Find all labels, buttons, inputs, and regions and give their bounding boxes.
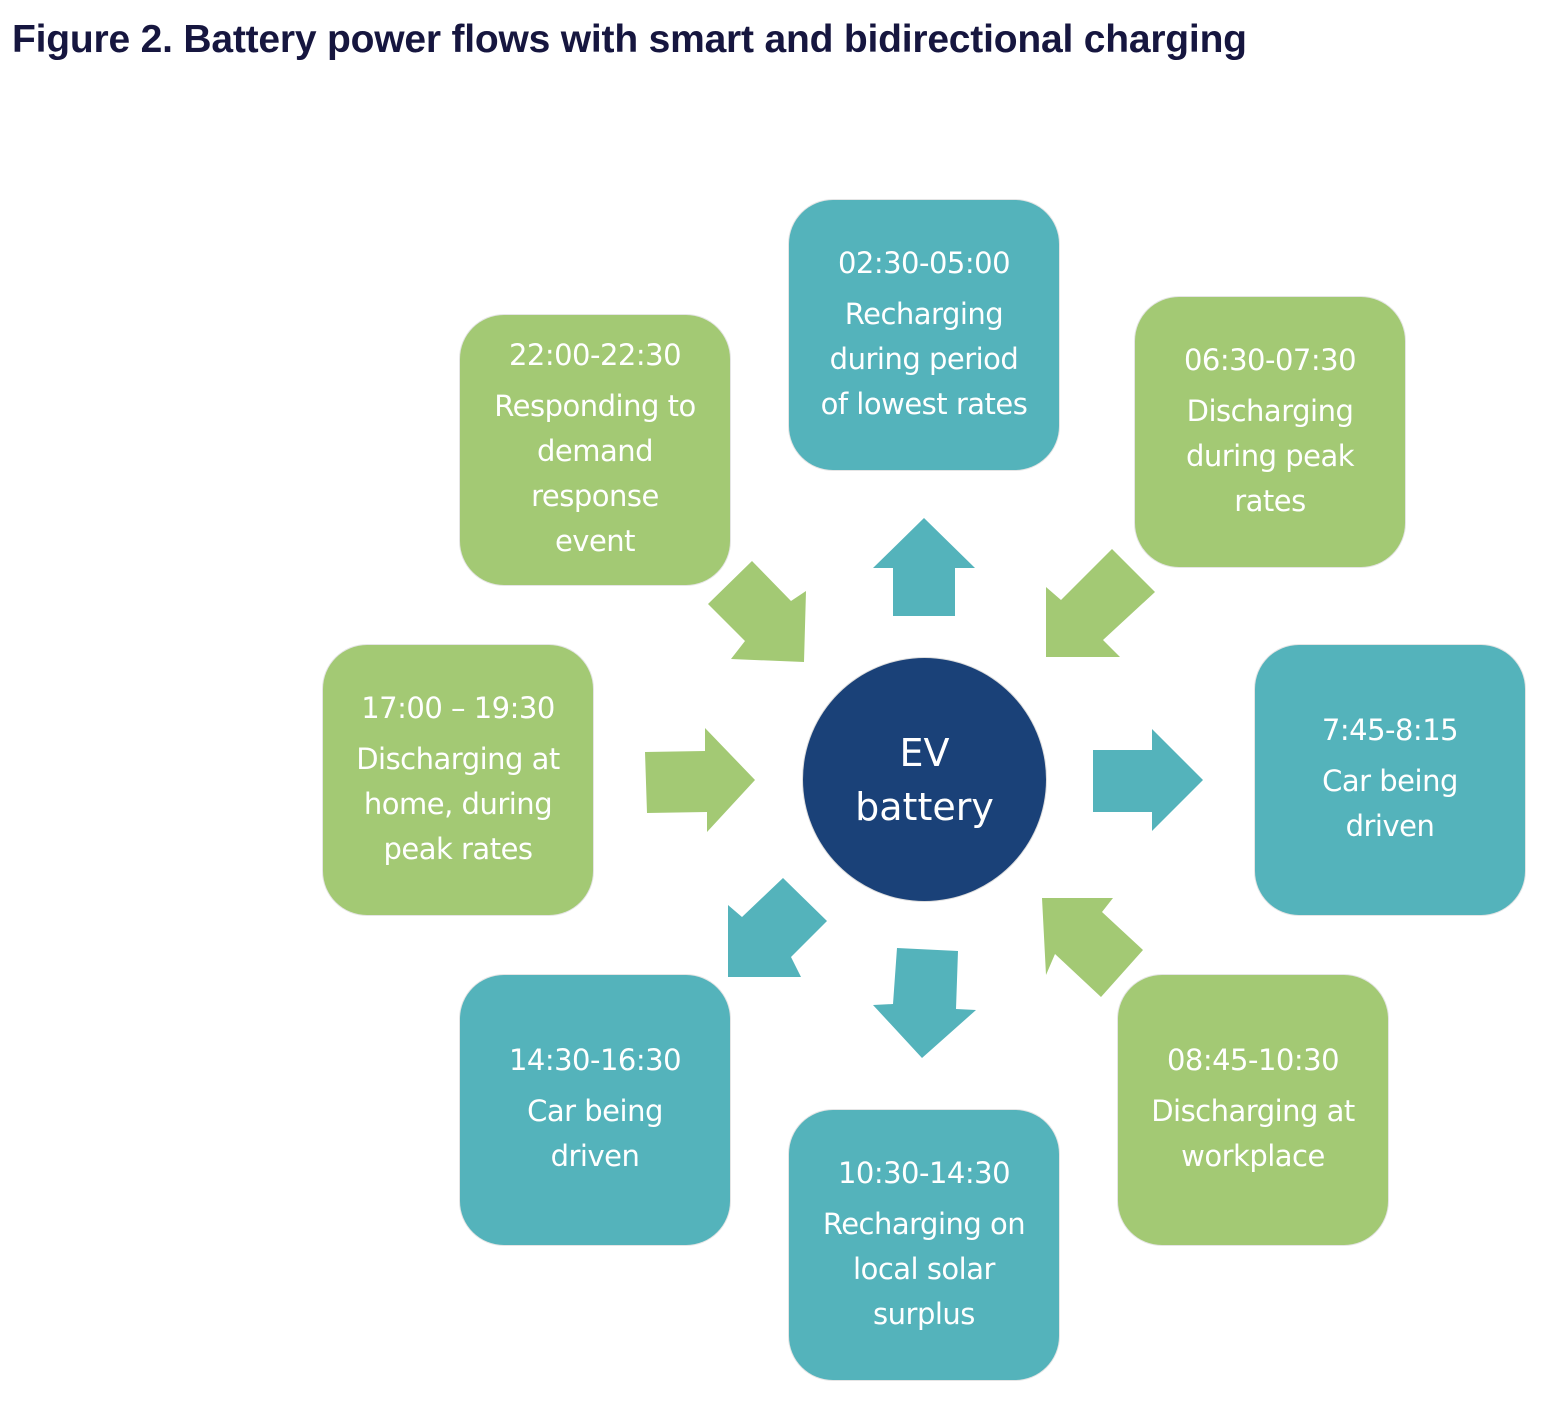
node-top: 02:30-05:00 Recharging during period of … <box>789 200 1059 470</box>
node-description: Car being driven <box>1322 764 1458 843</box>
arrow-from-top-left-node <box>708 561 806 662</box>
figure-title: Figure 2. Battery power flows with smart… <box>12 18 1247 61</box>
node-bottom-right: 08:45-10:30 Discharging at workplace <box>1118 975 1388 1245</box>
node-top-right: 06:30-07:30 Discharging during peak rate… <box>1135 297 1405 567</box>
node-time: 08:45-10:30 <box>1166 1043 1340 1077</box>
node-description: Discharging at workplace <box>1151 1094 1355 1173</box>
node-description: Discharging at home, during peak rates <box>356 741 560 866</box>
node-description: Recharging during period of lowest rates <box>820 296 1028 421</box>
node-description: Discharging during peak rates <box>1185 393 1355 518</box>
node-top-left: 22:00-22:30 Responding to demand respons… <box>460 315 730 585</box>
node-time: 06:30-07:30 <box>1183 342 1357 377</box>
arrow-to-right-node <box>1093 729 1203 831</box>
node-left: 17:00 – 19:30 Discharging at home, durin… <box>323 645 593 915</box>
arrow-to-bottom-node <box>873 948 976 1058</box>
arrow-to-top-node <box>873 518 975 616</box>
node-description: Car being driven <box>527 1094 663 1173</box>
node-time: 02:30-05:00 <box>837 245 1011 280</box>
node-time: 10:30-14:30 <box>837 1155 1011 1190</box>
node-time: 17:00 – 19:30 <box>361 690 555 725</box>
node-time: 14:30-16:30 <box>508 1043 682 1077</box>
ev-battery-hub: EV battery <box>803 658 1046 901</box>
node-time: 22:00-22:30 <box>508 338 682 372</box>
node-right: 7:45-8:15 Car being driven <box>1255 645 1525 915</box>
node-description: Recharging on local solar surplus <box>822 1206 1026 1331</box>
arrow-from-bottom-right-node <box>1042 898 1143 997</box>
node-bottom: 10:30-14:30 Recharging on local solar su… <box>789 1110 1059 1380</box>
arrow-to-bottom-left-node <box>728 878 827 977</box>
node-description: Responding to demand response event <box>494 389 696 558</box>
node-time: 7:45-8:15 <box>1321 713 1459 747</box>
arrow-from-top-right-node <box>1046 549 1155 657</box>
arrow-from-left-node <box>645 728 755 832</box>
node-bottom-left: 14:30-16:30 Car being driven <box>460 975 730 1245</box>
